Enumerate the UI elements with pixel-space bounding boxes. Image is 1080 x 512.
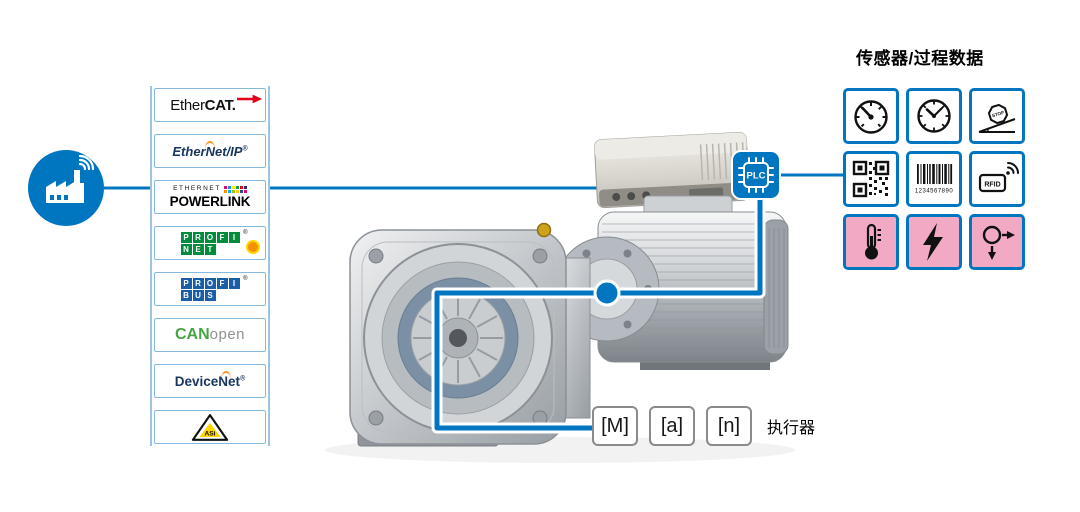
gearbox [349,222,591,447]
speed-gauge-icon [854,100,888,134]
actuator-box-m: [M] [592,406,638,446]
protocol-ethercat: EtherCAT. [154,88,266,122]
as-interface-triangle-icon: ASi [191,413,229,441]
plc-label: PLC [747,171,766,182]
sensor-tile-speed-gauge [843,88,899,144]
frequency-inverter [594,131,750,209]
ethernet-ip-logo: EtherNet/IP® [172,140,248,159]
plc-module: PLC [731,150,781,200]
sensor-junction-dot [593,279,621,307]
sensor-tile-barcode: 1234567890 [906,151,962,207]
sensor-tile-load-forces [969,214,1025,270]
actuator-label: 执行器 [767,420,816,437]
actuator-row: [M] [a] [n] 执行器 [592,406,815,446]
actuator-box-n: [n] [706,406,752,446]
rfid-icon: RFID [978,162,1019,193]
asi-label: ASi [204,430,215,437]
barcode-digits: 1234567890 [915,189,954,195]
plc-chip-icon: PLC [738,157,774,193]
orange-swoosh-icon [220,370,231,379]
sensor-tile-clock [906,88,962,144]
gear-motor-unit [349,131,789,447]
sensor-tile-rfid: RFID [969,151,1025,207]
thermometer-icon [865,223,881,260]
clock-icon [917,99,951,133]
ethercat-arrow-icon [237,94,263,104]
qr-code-icon [852,160,890,198]
protocol-ethernet-ip: EtherNet/IP® [154,134,266,168]
powerlink-pixel-mosaic [223,185,247,193]
sensor-tile-stop-incline: STOP [969,88,1025,144]
rfid-label: RFID [984,182,1000,189]
orange-swoosh-icon [205,140,216,149]
fieldbus-protocol-list: EtherCAT. EtherNet/IP® ETHERNET POWERLIN… [150,86,270,446]
factory-wifi-icon [46,154,95,203]
stop-sign-label: STOP [991,110,1004,118]
load-forces-icon [982,225,1015,260]
actuator-box-a: [a] [649,406,695,446]
smart-factory-icon [28,150,104,226]
barcode-icon: 1234567890 [915,164,954,195]
sensor-panel-title: 传感器/过程数据 [856,49,984,68]
profinet-badge-icon [245,239,260,254]
sensor-tile-thermometer [843,214,899,270]
ethercat-logo: EtherCAT. [170,96,236,114]
stop-on-incline-icon: STOP [978,103,1016,133]
sensor-tile-energy [906,214,962,270]
protocol-devicenet: DeviceNet® [154,364,266,398]
oil-plug [536,222,552,238]
devicenet-logo: DeviceNet® [175,370,245,389]
sensor-grid: STOP [843,88,1025,270]
protocol-as-interface: ASi [154,410,266,444]
lightning-icon [923,223,943,261]
sensor-tile-qr-code [843,151,899,207]
protocol-powerlink: ETHERNET POWERLINK [154,180,266,214]
signal-line [434,175,763,431]
powerlink-logo: ETHERNET POWERLINK [169,185,251,209]
signal-lines [431,175,766,434]
signal-waves [78,154,95,171]
